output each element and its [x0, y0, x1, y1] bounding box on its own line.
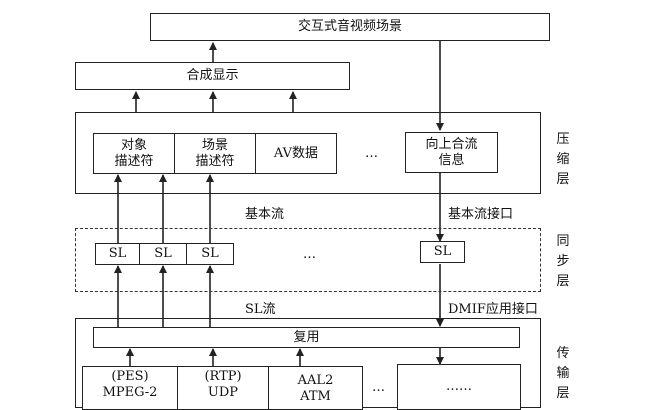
- sync-layer-label: 同 步 层: [556, 234, 570, 289]
- multiplex-box: 复用: [93, 327, 520, 348]
- sl-label-3: SL: [201, 246, 219, 261]
- sl-label-4: SL: [433, 244, 452, 259]
- av-data-label: AV数据: [273, 145, 319, 161]
- transport-ellipsis-1: …: [372, 380, 386, 395]
- sl-label-1: SL: [108, 246, 127, 261]
- aal2-atm-label: AAL2 ATM: [297, 373, 334, 404]
- compression-layer-frame: [75, 112, 541, 194]
- dmif-interface-label: DMIF应用接口: [448, 302, 538, 317]
- sl-box-1: SL: [95, 243, 140, 265]
- upstream-info-box: 向上合流 信息: [405, 132, 498, 173]
- object-descriptor-box: 对象 描述符: [93, 133, 175, 174]
- pes-mpeg2-label: (PES) MPEG-2: [102, 369, 158, 400]
- sync-layer-frame: [75, 228, 541, 292]
- connector-arrows: [114, 40, 444, 366]
- rtp-udp-label: (RTP) UDP: [204, 369, 242, 400]
- aal2-atm-box: AAL2 ATM: [268, 366, 363, 410]
- rtp-udp-box: (RTP) UDP: [177, 366, 269, 410]
- sl-box-4: SL: [420, 241, 465, 263]
- transport-layer-label: 传 输 层: [556, 346, 570, 401]
- sl-stream-label: SL流: [245, 302, 276, 317]
- sl-box-3: SL: [186, 243, 234, 265]
- compression-ellipsis: …: [365, 146, 379, 161]
- interactive-av-scene-label: 交互式音视频场景: [297, 19, 402, 34]
- multiplex-label: 复用: [293, 329, 320, 345]
- sl-box-2: SL: [139, 243, 187, 265]
- elementary-stream-label: 基本流: [245, 207, 285, 222]
- object-descriptor-label: 对象 描述符: [114, 137, 154, 169]
- compose-display-label: 合成显示: [186, 68, 239, 83]
- scene-descriptor-label: 场景 描述符: [195, 137, 235, 169]
- elementary-stream-interface-label: 基本流接口: [448, 207, 514, 222]
- sl-label-2: SL: [154, 246, 172, 261]
- scene-descriptor-box: 场景 描述符: [174, 133, 256, 174]
- av-data-box: AV数据: [255, 133, 337, 174]
- pes-mpeg2-box: (PES) MPEG-2: [82, 366, 178, 410]
- upstream-info-label: 向上合流 信息: [425, 136, 478, 168]
- compression-layer-label: 压 缩 层: [556, 132, 570, 187]
- interactive-av-scene-box: 交互式音视频场景: [150, 13, 550, 41]
- other-transport-label: ……: [446, 379, 472, 394]
- compose-display-box: 合成显示: [75, 62, 350, 90]
- other-transport-box: ……: [397, 364, 521, 410]
- sync-ellipsis: …: [303, 247, 317, 262]
